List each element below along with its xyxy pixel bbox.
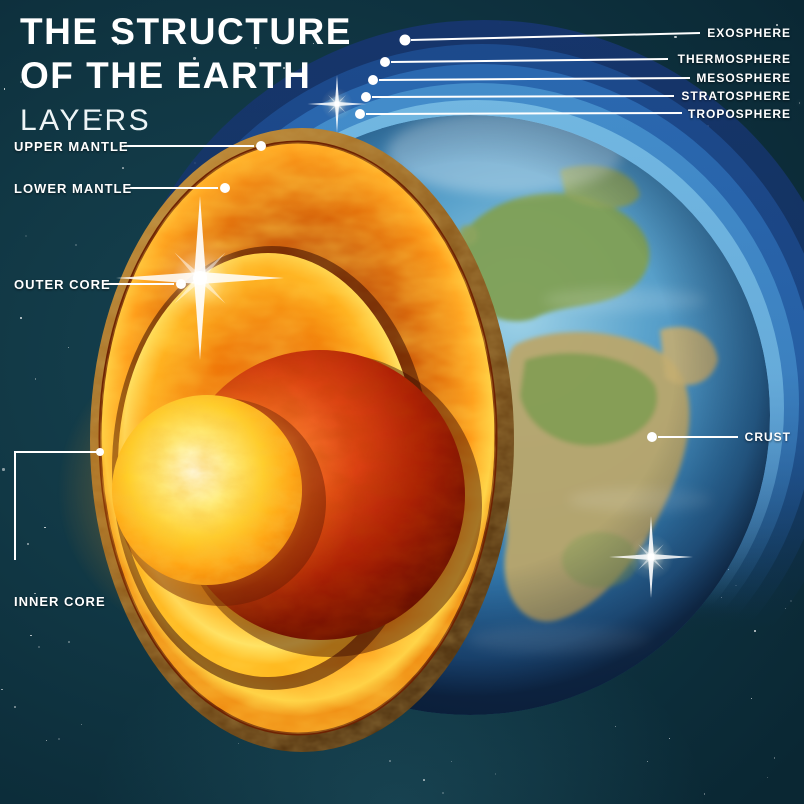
inner-core-texture [112, 395, 302, 585]
star [122, 167, 125, 170]
star [96, 184, 98, 186]
callout-dot-outer-core [176, 279, 186, 289]
star [237, 742, 240, 744]
star [254, 47, 257, 50]
star [703, 793, 706, 795]
star [14, 706, 16, 708]
star [19, 317, 22, 320]
callout-line-inner-core [14, 451, 100, 560]
star [668, 738, 670, 739]
callouts [14, 32, 738, 560]
callout-dot-exosphere [399, 34, 411, 46]
star [34, 378, 37, 381]
star [312, 43, 314, 45]
callout-dot-inner-core [96, 448, 104, 456]
star [389, 760, 391, 762]
star [193, 57, 196, 60]
star [646, 760, 649, 762]
star [798, 102, 801, 105]
callout-dot-upper-mantle [256, 141, 266, 151]
star [75, 244, 78, 247]
star [19, 80, 23, 84]
star [773, 757, 776, 759]
callout-dot-thermosphere [380, 57, 390, 67]
star [1, 688, 3, 691]
callout-dot-troposphere [355, 109, 365, 119]
star [27, 542, 30, 546]
callout-line-mesosphere [378, 77, 691, 81]
star [68, 641, 71, 643]
callout-line-thermosphere [390, 58, 669, 63]
star [43, 526, 46, 529]
star [68, 347, 70, 349]
star [34, 592, 36, 595]
callout-line-exosphere [410, 32, 701, 41]
star [46, 740, 48, 742]
star [3, 88, 6, 91]
callout-dot-mesosphere [368, 75, 378, 85]
callout-line-troposphere [365, 112, 683, 115]
star [775, 24, 778, 27]
star [283, 67, 286, 70]
star [99, 113, 102, 117]
star [723, 76, 725, 78]
callout-line-stratosphere [371, 95, 675, 98]
star [751, 698, 752, 699]
callout-dot-lower-mantle [220, 183, 230, 193]
star [24, 235, 27, 238]
star [49, 18, 51, 20]
cutaway-layers [57, 128, 514, 752]
star [116, 42, 120, 46]
star [2, 468, 5, 471]
star [38, 646, 41, 649]
star [80, 723, 82, 725]
star [58, 737, 60, 740]
callout-dot-stratosphere [361, 92, 371, 102]
star [495, 773, 497, 775]
callout-dot-crust [647, 432, 657, 442]
star [442, 792, 445, 795]
star [423, 779, 425, 781]
star [674, 35, 677, 38]
star [30, 634, 32, 637]
star [766, 777, 768, 779]
